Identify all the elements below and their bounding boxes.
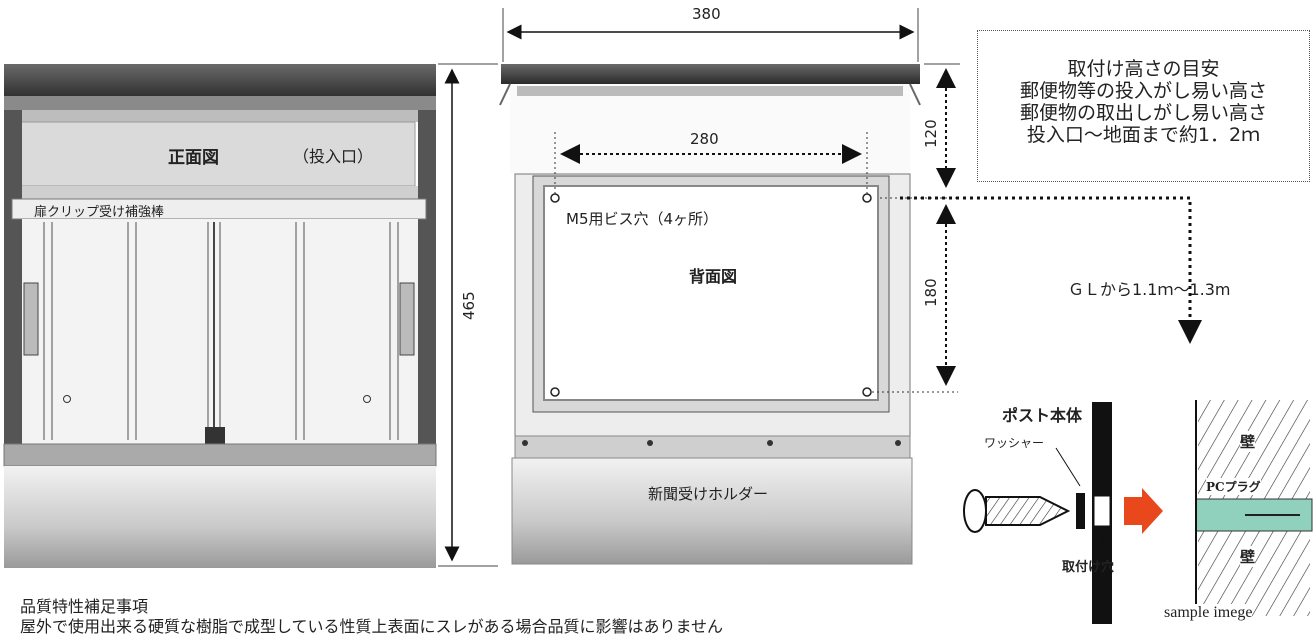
note-line: 投入口～地面まで約1．2ｍ (1026, 124, 1261, 146)
top-dimension-label: 120 (922, 119, 940, 148)
front-view-title: 正面図 (168, 148, 219, 168)
note-line: 郵便物の取出しがし易い高さ (1019, 102, 1267, 124)
rear-view-title: 背面図 (689, 267, 738, 286)
front-holder (4, 466, 436, 568)
newspaper-holder (511, 457, 913, 565)
note-line: 郵便物等の投入がし易い高さ (1019, 80, 1267, 102)
width-dimension-label: 380 (692, 5, 721, 23)
post-body-label: ポスト本体 (1002, 406, 1083, 425)
gl-range-label: ＧＬから1.1ｍ～1.3m (1068, 280, 1231, 299)
washer-label: ワッシャー (984, 436, 1045, 450)
height-dimension-label: 465 (460, 291, 478, 320)
note-line: 取付け高さの目安 (1067, 58, 1220, 80)
rear-lid (501, 64, 920, 84)
hole-spacing-label: 280 (690, 130, 719, 148)
quality-text: 屋外で使用出来る硬質な樹脂で成型している性質上表面にスレがある場合品質に影響はあ… (20, 617, 724, 636)
screw-hole (862, 387, 872, 397)
screw-hole (550, 193, 560, 203)
slot-label: （投入口） (293, 147, 374, 166)
wall-label-top: 壁 (1240, 431, 1256, 452)
wall-label-bottom: 壁 (1240, 546, 1256, 567)
screw-hole (550, 387, 560, 397)
front-right-frame (418, 110, 436, 470)
pc-plug-label: PCプラグ (1206, 478, 1261, 495)
screw-head-icon (963, 489, 987, 533)
gl-arrow-icon (1178, 320, 1202, 344)
hole-label: 取付け穴 (1062, 560, 1115, 575)
mid-dimension-label: 180 (922, 278, 940, 307)
red-arrow-icon (1124, 488, 1163, 534)
install-note-box: 取付け高さの目安 郵便物等の投入がし易い高さ 郵便物の取出しがし易い高さ 投入口… (977, 30, 1310, 182)
gl-indicator-path (900, 196, 1192, 320)
clip-bar-label: 扉クリップ受け補強棒 (34, 205, 165, 220)
rear-view (499, 8, 960, 565)
washer-icon (1076, 493, 1085, 529)
front-lid (4, 64, 436, 100)
screw-hole (862, 193, 872, 203)
screw-thread-icon (985, 496, 1071, 526)
holder-label: 新聞受けホルダー (648, 485, 769, 503)
front-left-frame (4, 110, 22, 470)
front-slot-panel (19, 121, 416, 187)
quality-heading: 品質特性補足事項 (20, 597, 149, 616)
screw-holes-label: M5用ビス穴（4ヶ所） (566, 210, 719, 228)
front-view (3, 63, 498, 568)
sample-label: sample imege (1164, 604, 1253, 622)
